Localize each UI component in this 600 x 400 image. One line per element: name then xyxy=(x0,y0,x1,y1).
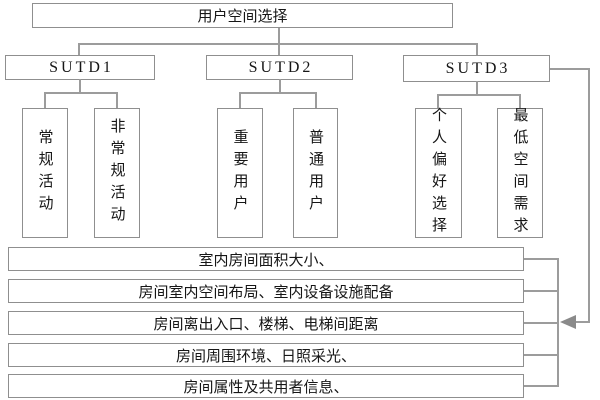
connector-line xyxy=(315,92,317,108)
arrowhead-icon xyxy=(560,315,576,329)
connector-line xyxy=(78,43,478,45)
node-minimum-space-need: 最低空间需求 xyxy=(497,107,543,239)
criteria-row-distance: 房间离出入口、楼梯、电梯间距离 xyxy=(8,311,524,335)
connector-line xyxy=(550,68,590,70)
connector-line xyxy=(557,258,559,387)
connector-line xyxy=(524,290,557,292)
connector-line xyxy=(524,258,557,260)
connector-line xyxy=(279,79,281,93)
node-sutd3: SUTD3 xyxy=(403,55,550,82)
connector-line xyxy=(476,81,478,95)
criteria-row-environment-daylight: 房间周围环境、日照采光、 xyxy=(8,343,524,367)
node-label: 重要用户 xyxy=(231,129,250,217)
connector-line xyxy=(575,321,590,323)
connector-line xyxy=(588,68,590,322)
connector-line xyxy=(239,92,241,108)
criteria-row-layout-equipment: 房间室内空间布局、室内设备设施配备 xyxy=(8,279,524,303)
connector-line xyxy=(44,92,46,108)
criteria-row-area-size: 室内房间面积大小、 xyxy=(8,247,524,271)
connector-line xyxy=(239,92,317,94)
node-label: 最低空间需求 xyxy=(511,107,530,239)
node-important-user: 重要用户 xyxy=(217,108,263,238)
node-regular-activity: 常规活动 xyxy=(22,108,68,238)
connector-line xyxy=(437,94,521,96)
node-label: 常规活动 xyxy=(36,129,55,217)
node-irregular-activity: 非常规活动 xyxy=(94,108,140,238)
node-sutd1: SUTD1 xyxy=(5,55,155,80)
connector-line xyxy=(78,43,80,55)
node-label: 个人偏好选择 xyxy=(430,107,448,239)
node-personal-preference: 个人偏好选择 xyxy=(415,107,462,239)
connector-line xyxy=(79,79,81,93)
connector-line xyxy=(524,354,557,356)
connector-line xyxy=(116,92,118,108)
connector-line xyxy=(44,92,118,94)
node-sutd2: SUTD2 xyxy=(206,55,353,80)
connector-line xyxy=(524,385,557,387)
connector-line xyxy=(278,28,280,55)
connector-line xyxy=(524,322,557,324)
node-ordinary-user: 普通用户 xyxy=(293,108,338,238)
node-label: 非常规活动 xyxy=(108,118,127,228)
connector-line xyxy=(437,94,439,109)
node-label: 普通用户 xyxy=(307,129,325,217)
connector-line xyxy=(519,94,521,109)
connector-line xyxy=(476,43,478,55)
criteria-row-attributes-cousers: 房间属性及共用者信息、 xyxy=(8,374,524,398)
node-user-space-selection: 用户空间选择 xyxy=(32,3,453,28)
